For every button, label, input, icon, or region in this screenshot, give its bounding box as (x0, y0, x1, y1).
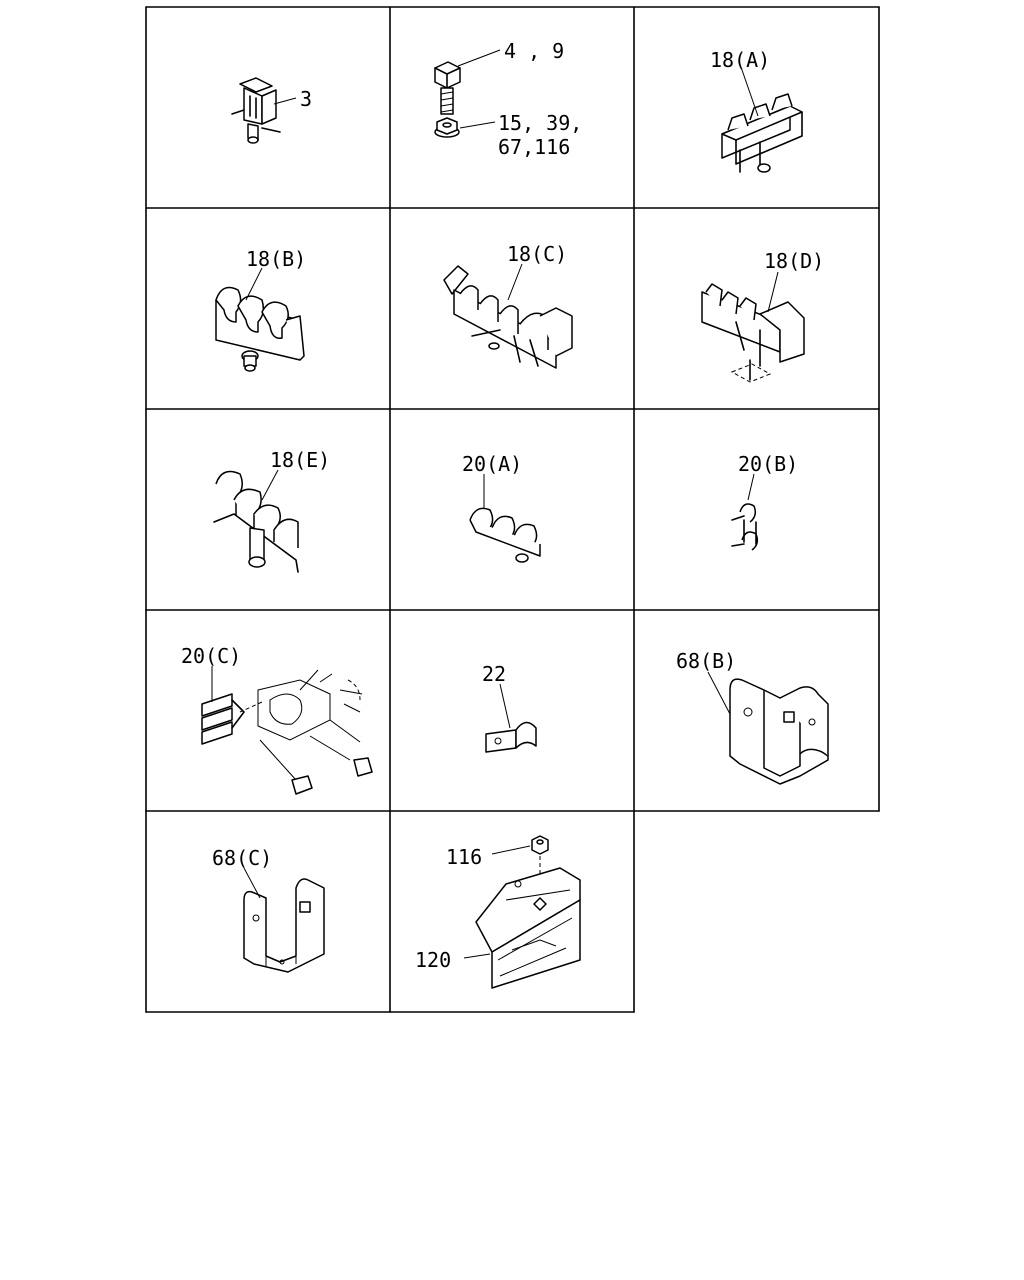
label-15-39: 15, 39, (498, 111, 582, 135)
part-cell-68c: 68(C) (212, 846, 325, 973)
label-68b: 68(B) (676, 649, 736, 673)
clip-part-18a (721, 93, 803, 173)
part-cell-68b: 68(B) (676, 649, 829, 785)
part-cell-18e: 18(E) (213, 448, 330, 573)
label-18d: 18(D) (764, 249, 824, 273)
bracket-part-68b (729, 678, 829, 785)
label-18c: 18(C) (507, 242, 567, 266)
label-20c: 20(C) (181, 644, 241, 668)
label-4-9: 4 , 9 (504, 39, 564, 63)
bracket-part-120 (475, 867, 581, 989)
clip-part-20b (731, 503, 759, 551)
label-120: 120 (415, 948, 451, 972)
clip-part-20c (201, 693, 245, 745)
part-cell-18b: 18(B) (215, 247, 306, 372)
part-cell-116-120: 116 120 (415, 835, 581, 989)
label-3: 3 (300, 87, 312, 111)
part-cell-18a: 18(A) (710, 48, 803, 173)
label-18a: 18(A) (710, 48, 770, 72)
parts-grid (145, 6, 880, 1013)
clip-part-18b (215, 286, 305, 372)
part-cell-18d: 18(D) (701, 249, 824, 383)
part-cell-20b: 20(B) (731, 452, 798, 551)
label-18b: 18(B) (246, 247, 306, 271)
clip-part-18c (443, 265, 573, 369)
clip-part-20a (469, 507, 541, 563)
clip-part-3 (231, 77, 281, 144)
part-cell-20a: 20(A) (462, 452, 541, 563)
flange-nut-icon (434, 117, 460, 138)
part-cell-3: 3 (231, 77, 312, 144)
part-cell-20c: 20(C) (181, 644, 373, 795)
bolt-icon (434, 61, 461, 115)
clip-part-18e (213, 470, 299, 573)
bracket-part-22 (485, 721, 537, 753)
label-116: 116 (446, 845, 482, 869)
part-cell-4-9: 4 , 9 15, 39, 67,116 (434, 39, 582, 159)
installation-detail-20c (239, 669, 373, 795)
part-cell-18c: 18(C) (443, 242, 573, 369)
bracket-part-68c (243, 878, 325, 973)
part-cell-22: 22 (482, 662, 537, 753)
label-18e: 18(E) (270, 448, 330, 472)
label-67-116: 67,116 (498, 135, 570, 159)
label-22: 22 (482, 662, 506, 686)
clip-part-18d (701, 283, 805, 383)
label-20a: 20(A) (462, 452, 522, 476)
label-68c: 68(C) (212, 846, 272, 870)
label-20b: 20(B) (738, 452, 798, 476)
